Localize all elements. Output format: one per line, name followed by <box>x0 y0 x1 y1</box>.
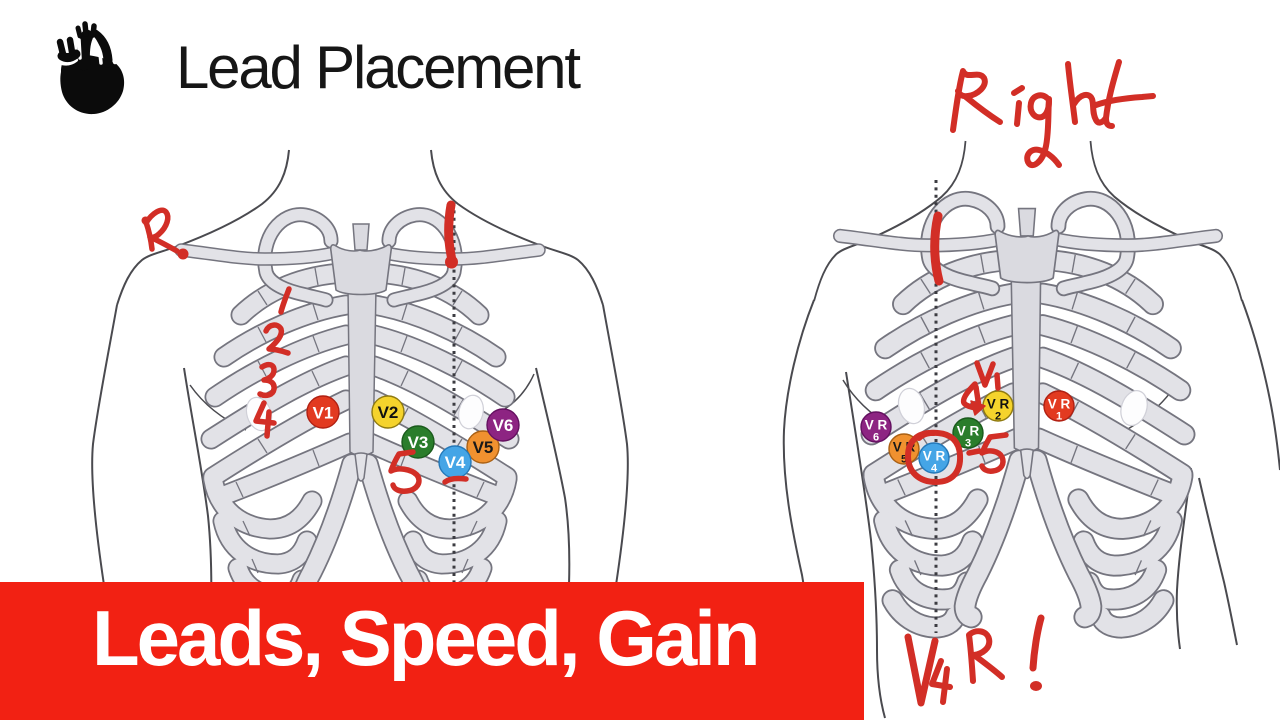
svg-text:6: 6 <box>873 432 879 444</box>
svg-text:V5: V5 <box>473 438 494 457</box>
svg-text:2: 2 <box>995 411 1001 423</box>
svg-text:Leads, Speed, Gain: Leads, Speed, Gain <box>92 594 758 682</box>
svg-text:V4: V4 <box>445 453 466 472</box>
svg-text:V R: V R <box>1048 397 1071 412</box>
svg-text:1: 1 <box>1056 411 1062 423</box>
svg-text:V3: V3 <box>408 433 429 452</box>
svg-text:V R: V R <box>923 449 946 464</box>
svg-text:3: 3 <box>965 438 971 450</box>
svg-text:V R: V R <box>865 418 888 433</box>
svg-text:V R: V R <box>957 424 980 439</box>
svg-text:V1: V1 <box>313 404 334 423</box>
svg-text:V R: V R <box>987 397 1010 412</box>
svg-text:4: 4 <box>931 463 938 475</box>
svg-text:Lead Placement: Lead Placement <box>176 34 581 101</box>
svg-text:5: 5 <box>901 454 907 466</box>
svg-text:V6: V6 <box>493 416 514 435</box>
svg-text:V2: V2 <box>378 403 399 422</box>
